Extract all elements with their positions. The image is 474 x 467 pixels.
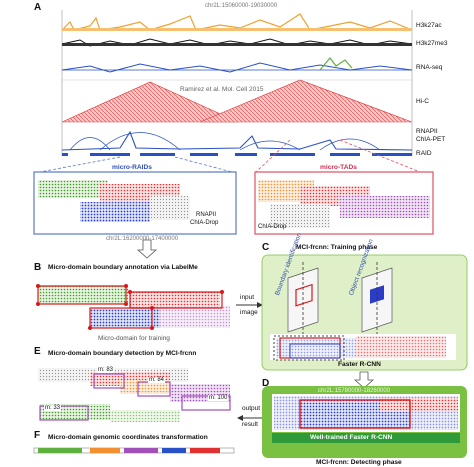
track-label-hic: Hi-C (416, 98, 429, 105)
panel-a-letter: A (34, 2, 42, 13)
h3k27ac-track (61, 13, 413, 31)
input-label-2: image (240, 309, 258, 316)
tag-m33: m: 33 (44, 405, 62, 411)
panel-c-letter: C (262, 242, 270, 253)
faster-rcnn-label: Faster R-CNN (338, 361, 381, 368)
rnaseq-green (319, 57, 353, 71)
panel-c-title: MCI-frcnn: Training phase (296, 244, 378, 251)
chiapet-arcs (69, 132, 381, 151)
panel-f-letter: F (34, 430, 41, 441)
micro-tads-title: micro-TADs (320, 164, 357, 171)
panel-b-caption: Micro-domain for training (98, 335, 170, 342)
track-label-rnaseq: RNA-seq (416, 64, 443, 71)
tads-label-chiadrop: ChIA-Drop (258, 224, 287, 230)
boundary-box (37, 285, 127, 305)
detected-box (299, 399, 411, 429)
down-arrow-a-b (136, 239, 158, 259)
panel-d-coords: chr2L:15780000-18260000 (318, 388, 391, 394)
panel-d-footer: MCI-frcnn: Detecting phase (316, 459, 402, 466)
panel-e-detection (34, 365, 234, 425)
panel-f-title: Micro-domain genomic coordinates transfo… (48, 434, 208, 441)
panel-a-tracks (39, 10, 421, 173)
micro-raids-box (33, 171, 237, 235)
panel-b-annotation (34, 282, 234, 334)
track-label-rnapii: RNAPII (416, 128, 438, 135)
track-label-h3k27me3: H3k27me3 (416, 40, 448, 47)
panel-e-letter: E (34, 346, 41, 357)
micro-tads-box (254, 171, 434, 235)
micro-raids-title: micro-RAIDs (112, 164, 152, 171)
output-label-2: result (242, 421, 258, 428)
track-label-raid: RAID (416, 150, 432, 157)
panel-f-coords (33, 447, 235, 454)
raid-bar (62, 153, 68, 156)
track-label-chiapet: ChIA-PET (416, 136, 446, 143)
track-label-h3k27ac: H3k27ac (416, 22, 442, 29)
output-label-1: output (242, 405, 261, 412)
panel-d-detecting (262, 386, 467, 458)
raids-label-chiadrop: ChIA-Drop (190, 220, 219, 226)
panel-e-title: Micro-domain boundary detection by MCI-f… (48, 350, 197, 357)
input-label-1: input (240, 294, 255, 301)
panel-c-training (261, 254, 468, 371)
h3k27me3-track (61, 38, 413, 47)
down-arrow-c-d (353, 371, 375, 389)
panel-d-letter: D (262, 378, 270, 389)
panel-b-title: Micro-domain boundary annotation via Lab… (48, 264, 198, 271)
panel-b-coords: chr2L:16200000-17400000 (106, 236, 179, 242)
panel-d-banner: Well-trained Faster R-CNN (310, 434, 393, 441)
hic-citation: Ramirez et al. Mol. Cell 2015 (180, 86, 264, 93)
panel-b-letter: B (34, 262, 42, 273)
tag-m84: m: 84 (148, 377, 166, 383)
tag-m100: m: 100 (208, 395, 229, 401)
tag-m83: m: 83 (97, 367, 115, 373)
raids-label-rnapii: RNAPII (196, 212, 217, 218)
panel-a-coords: chr2L:15060000-19030000 (205, 3, 278, 9)
